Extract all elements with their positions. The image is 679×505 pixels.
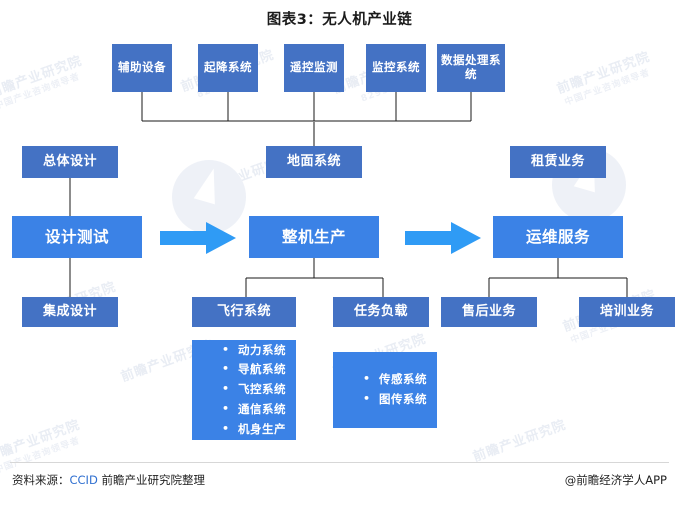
flight-system-detail-list: 动力系统 导航系统 飞控系统 通信系统 机身生产: [208, 341, 296, 440]
source-prefix: 资料来源：: [12, 473, 70, 487]
node-auxiliary-equipment[interactable]: 辅助设备: [112, 44, 172, 92]
list-item: 导航系统: [222, 360, 296, 380]
node-label: 售后业务: [461, 304, 516, 320]
watermark-sub: 中国产业咨询领导者: [0, 71, 82, 113]
node-overall-design[interactable]: 总体设计: [22, 146, 118, 178]
watermark-brand: 前瞻产业研究院: [555, 49, 653, 98]
node-flight-system[interactable]: 飞行系统: [192, 297, 296, 327]
node-label: 遥控监测: [290, 60, 338, 75]
flight-system-details: 动力系统 导航系统 飞控系统 通信系统 机身生产: [192, 340, 296, 440]
watermark-sub: 中国产业咨询领导者: [563, 67, 652, 109]
node-operation-maintenance-service[interactable]: 运维服务: [493, 216, 623, 258]
page-title: 图表3：无人机产业链: [266, 12, 413, 28]
node-leasing-business[interactable]: 租赁业务: [510, 146, 606, 178]
node-label: 总体设计: [42, 154, 97, 170]
list-item: 传感系统: [363, 370, 437, 390]
watermark-brand: 前瞻产业研究院: [471, 417, 569, 466]
node-label: 监控系统: [372, 60, 420, 75]
node-label: 运维服务: [525, 227, 590, 246]
node-label: 集成设计: [42, 304, 97, 320]
mission-payload-detail-list: 传感系统 图传系统: [349, 370, 437, 410]
node-label: 数据处理系统: [441, 53, 501, 81]
node-label: 任务负载: [353, 304, 408, 320]
list-item: 动力系统: [222, 341, 296, 361]
node-label: 整机生产: [281, 227, 346, 246]
source-suffix: 前瞻产业研究院整理: [97, 473, 205, 487]
node-surveillance-system[interactable]: 监控系统: [366, 44, 426, 92]
arrow-design-to-production-icon: [160, 222, 236, 254]
app-attribution: @前瞻经济学人APP: [564, 473, 667, 487]
node-label: 地面系统: [286, 154, 341, 170]
node-ground-system[interactable]: 地面系统: [266, 146, 362, 178]
list-item: 飞控系统: [222, 380, 296, 400]
node-label: 设计测试: [44, 227, 109, 246]
footer-divider: [10, 462, 669, 463]
node-training-business[interactable]: 培训业务: [579, 297, 675, 327]
node-label: 起降系统: [204, 60, 252, 75]
node-label: 租赁业务: [530, 154, 585, 170]
source-note: 资料来源：CCID 前瞻产业研究院整理: [12, 472, 205, 488]
list-item: 图传系统: [363, 390, 437, 410]
watermark-sub: 中国产业咨询领导者: [0, 435, 82, 477]
watermark-brand: 前瞻产业研究院: [0, 53, 85, 102]
node-mission-payload[interactable]: 任务负载: [333, 297, 429, 327]
watermark-brand: 前瞻产业研究院: [0, 417, 83, 466]
node-label: 辅助设备: [118, 60, 166, 75]
node-data-processing-system[interactable]: 数据处理系统: [437, 44, 505, 92]
node-after-sales-business[interactable]: 售后业务: [441, 297, 537, 327]
node-design-testing[interactable]: 设计测试: [12, 216, 142, 258]
mission-payload-details: 传感系统 图传系统: [333, 352, 437, 428]
list-item: 机身生产: [222, 420, 296, 440]
node-label: 飞行系统: [216, 304, 271, 320]
node-label: 培训业务: [599, 304, 654, 320]
node-takeoff-landing-system[interactable]: 起降系统: [198, 44, 258, 92]
list-item: 通信系统: [222, 400, 296, 420]
node-aircraft-production[interactable]: 整机生产: [249, 216, 379, 258]
arrow-production-to-service-icon: [405, 222, 481, 254]
node-integrated-design[interactable]: 集成设计: [22, 297, 118, 327]
node-remote-monitoring[interactable]: 遥控监测: [284, 44, 344, 92]
source-highlight: CCID: [69, 473, 98, 487]
